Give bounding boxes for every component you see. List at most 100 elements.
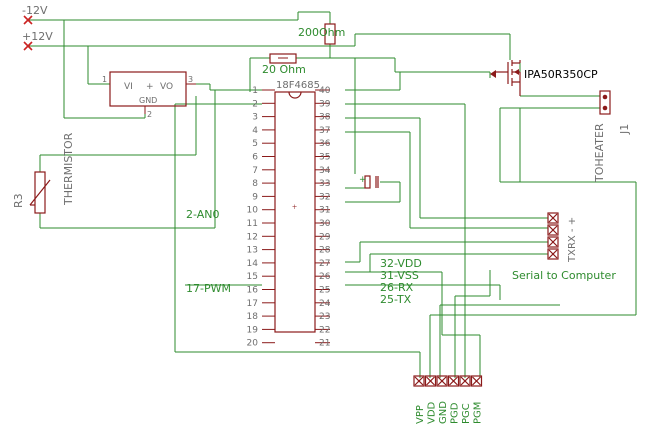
mcu-pin-number: 19 xyxy=(247,325,259,335)
serial-header: TXRX - + Serial to Computer xyxy=(512,212,616,282)
mcu-pin-number: 23 xyxy=(319,312,330,322)
serial-pin-cross xyxy=(548,225,558,235)
serial-pin-label: TXRX - + xyxy=(567,217,578,263)
mcu-pin-number: 34 xyxy=(319,166,331,176)
regulator-pin3: 3 xyxy=(188,75,193,84)
mcu-pin-number: 17 xyxy=(247,299,258,309)
mosfet: IPA50R350CP xyxy=(490,60,598,96)
programmer-pin-label: PGD xyxy=(450,402,461,424)
thermistor: R3 THERMISTOR xyxy=(12,132,75,214)
serial-pin xyxy=(547,212,559,224)
wires xyxy=(28,11,637,378)
mcu-pin-number: 15 xyxy=(247,272,258,282)
regulator-plus-label: + xyxy=(146,82,154,92)
net-label-tx: 25-TX xyxy=(380,293,412,306)
serial-pin-cross xyxy=(548,249,558,259)
net-label-rx: 26-RX xyxy=(380,281,414,294)
programmer-pin-label: GND xyxy=(438,401,449,424)
regulator-vo-label: VO xyxy=(160,82,173,92)
mcu-origin-mark: + xyxy=(292,202,297,212)
programmer-pin xyxy=(447,375,460,387)
mosfet-label: IPA50R350CP xyxy=(524,68,598,81)
programmer-pin-cross xyxy=(460,376,470,386)
capacitor: + xyxy=(359,175,379,189)
regulator-pin2: 2 xyxy=(147,110,152,119)
neg-rail-label: -12V xyxy=(22,4,48,17)
net-label-an0: 2-AN0 xyxy=(186,208,219,221)
heater-label: TOHEATER xyxy=(593,123,606,183)
mcu-18f4685: 18F4685 + 123456789101112131415161718192… xyxy=(247,80,331,349)
mcu-pin-number: 7 xyxy=(252,166,258,176)
programmer-pin-cross xyxy=(426,376,435,386)
mcu-pin-number: 40 xyxy=(319,86,331,96)
programmer-pin-label: VPP xyxy=(415,405,426,424)
mcu-pin-number: 14 xyxy=(247,259,259,269)
mcu-pin-number: 1 xyxy=(252,86,258,96)
mcu-pin-number: 9 xyxy=(252,192,258,202)
mcu-pin-number: 22 xyxy=(319,325,330,335)
mcu-pin-number: 21 xyxy=(319,339,330,349)
pos-rail-label: +12V xyxy=(22,30,53,43)
programmer-pin xyxy=(459,375,471,387)
regulator-pin1: 1 xyxy=(102,75,107,84)
programmer-pin-label: VDD xyxy=(427,401,438,424)
mcu-pin-number: 31 xyxy=(319,206,330,216)
programmer-pin xyxy=(470,375,483,387)
net-label-pwm: 17-PWM xyxy=(186,282,231,295)
mcu-pin-number: 30 xyxy=(319,219,331,229)
voltage-regulator: VI + VO GND 1 2 3 xyxy=(102,71,196,119)
thermistor-value: THERMISTOR xyxy=(62,132,75,206)
mcu-pin-number: 3 xyxy=(252,113,258,123)
programmer-pin xyxy=(436,375,448,387)
programmer-pin-cross xyxy=(472,376,481,386)
programmer-pin-cross xyxy=(414,376,424,386)
mcu-pin-number: 28 xyxy=(319,246,331,256)
programmer-pin-cross xyxy=(437,376,447,386)
mcu-pin-number: 10 xyxy=(247,206,259,216)
programmer-pin xyxy=(424,375,437,387)
mcu-pin-number: 8 xyxy=(252,179,258,189)
regulator-gnd-label: GND xyxy=(139,96,157,105)
neg-rail-cross-icon xyxy=(23,15,33,25)
heater-pin-2 xyxy=(602,105,608,111)
mcu-pin-number: 25 xyxy=(319,286,330,296)
power-rail-markers: -12V +12V xyxy=(22,4,53,51)
serial-pin xyxy=(547,236,559,248)
regulator-vi-label: VI xyxy=(124,82,133,92)
serial-pin-cross xyxy=(548,213,558,223)
capacitor-plus-mark: + xyxy=(359,175,367,185)
mcu-name: 18F4685 xyxy=(276,80,320,91)
heater-ref: J1 xyxy=(618,124,631,135)
heater-connector: TOHEATER J1 xyxy=(593,90,631,183)
mcu-pin-number: 4 xyxy=(252,126,258,136)
programmer-pin-label: PGM xyxy=(473,402,484,424)
mcu-pin-number: 37 xyxy=(319,126,330,136)
resistor-200ohm: 200Ohm xyxy=(298,23,345,45)
mcu-pin-number: 38 xyxy=(319,113,331,123)
resistor-200ohm-label: 200Ohm xyxy=(298,26,345,39)
net-label-vdd: 32-VDD xyxy=(380,257,422,270)
net-labels: 2-AN0 17-PWM 32-VDD 31-VSS 26-RX 25-TX xyxy=(186,208,422,306)
mcu-pin-number: 16 xyxy=(247,286,259,296)
thermistor-ref: R3 xyxy=(12,193,25,208)
heater-pin-1 xyxy=(602,94,608,100)
serial-caption: Serial to Computer xyxy=(512,269,616,282)
resistor-20ohm-label: 20 Ohm xyxy=(262,63,306,76)
mcu-pin-number: 6 xyxy=(252,153,258,163)
mcu-pin-number: 18 xyxy=(247,312,259,322)
serial-pin-cross xyxy=(548,237,558,247)
programmer-pin-cross xyxy=(449,376,458,386)
pos-rail-cross-icon xyxy=(23,41,33,51)
programmer-pin-label: PGC xyxy=(461,403,472,424)
mcu-pin-number: 29 xyxy=(319,232,331,242)
net-label-vss: 31-VSS xyxy=(380,269,419,282)
mcu-pin-number: 33 xyxy=(319,179,330,189)
serial-pin xyxy=(547,224,559,236)
mcu-pin-number: 2 xyxy=(252,99,258,109)
serial-pin xyxy=(547,248,559,260)
mcu-pin-number: 11 xyxy=(247,219,258,229)
